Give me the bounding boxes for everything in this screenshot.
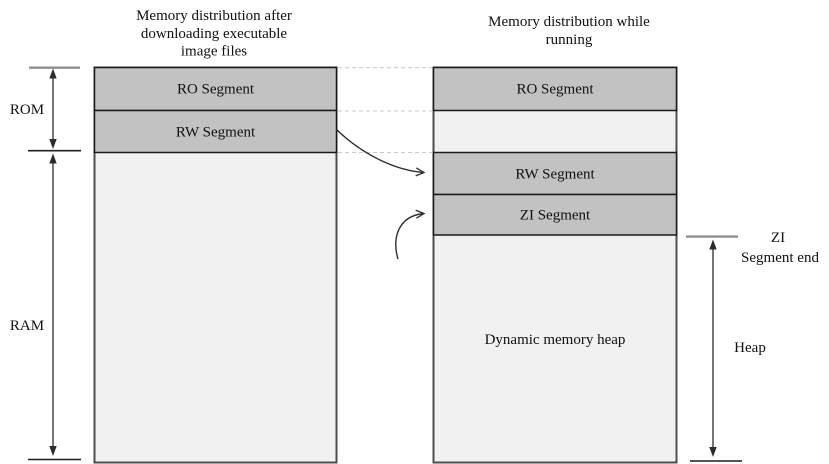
ram-measure: RAM [10, 153, 81, 461]
heap-measure: ZI Segment end Heap [686, 230, 819, 462]
heap-arrowhead-down-icon [709, 447, 717, 457]
left-title-line-3: image files [181, 44, 247, 60]
ram-label: RAM [10, 318, 44, 334]
rom-label: ROM [10, 102, 44, 118]
rom-arrowhead-up-icon [49, 68, 57, 79]
rom-arrowhead-down-icon [49, 139, 57, 149]
alignment-dashed-lines [338, 67, 432, 154]
left-memory-column: RO Segment RW Segment [93, 66, 338, 464]
right-title-line-2: running [546, 32, 593, 48]
heap-arrowhead-up-icon [709, 239, 717, 250]
right-memory-column: RO Segment RW Segment ZI Segment Dynamic… [432, 66, 678, 464]
rw-copy-arrow [336, 129, 426, 177]
heap-label: Heap [734, 340, 766, 356]
left-ro-segment-box [93, 66, 338, 112]
right-column-title: Memory distribution while running [488, 14, 650, 48]
relocation-arrows [336, 129, 426, 260]
zi-segment-end-label-line-2: Segment end [741, 250, 819, 266]
left-ro-segment-label: RO Segment [177, 82, 255, 98]
right-rw-segment-box [432, 151, 678, 196]
zi-segment-end-label-line-1: ZI [771, 230, 785, 246]
right-column-body [432, 66, 678, 464]
left-title-line-1: Memory distribution after [136, 8, 292, 24]
ram-arrowhead-down-icon [49, 446, 57, 456]
right-zi-segment-box [432, 193, 678, 236]
left-column-title: Memory distribution after downloading ex… [136, 8, 292, 60]
left-rw-segment-box [93, 109, 338, 154]
dynamic-heap-label: Dynamic memory heap [485, 332, 626, 348]
rom-measure: ROM [10, 66, 81, 152]
right-ro-segment-box [432, 66, 678, 112]
right-ro-segment-label: RO Segment [516, 82, 594, 98]
zi-init-arrow [395, 209, 426, 260]
right-zi-segment-label: ZI Segment [520, 208, 591, 224]
left-rw-segment-label: RW Segment [176, 125, 256, 141]
right-rw-segment-label: RW Segment [515, 167, 595, 183]
right-title-line-1: Memory distribution while [488, 14, 650, 30]
left-title-line-2: downloading executable [141, 26, 288, 42]
ram-arrowhead-up-icon [49, 153, 57, 164]
